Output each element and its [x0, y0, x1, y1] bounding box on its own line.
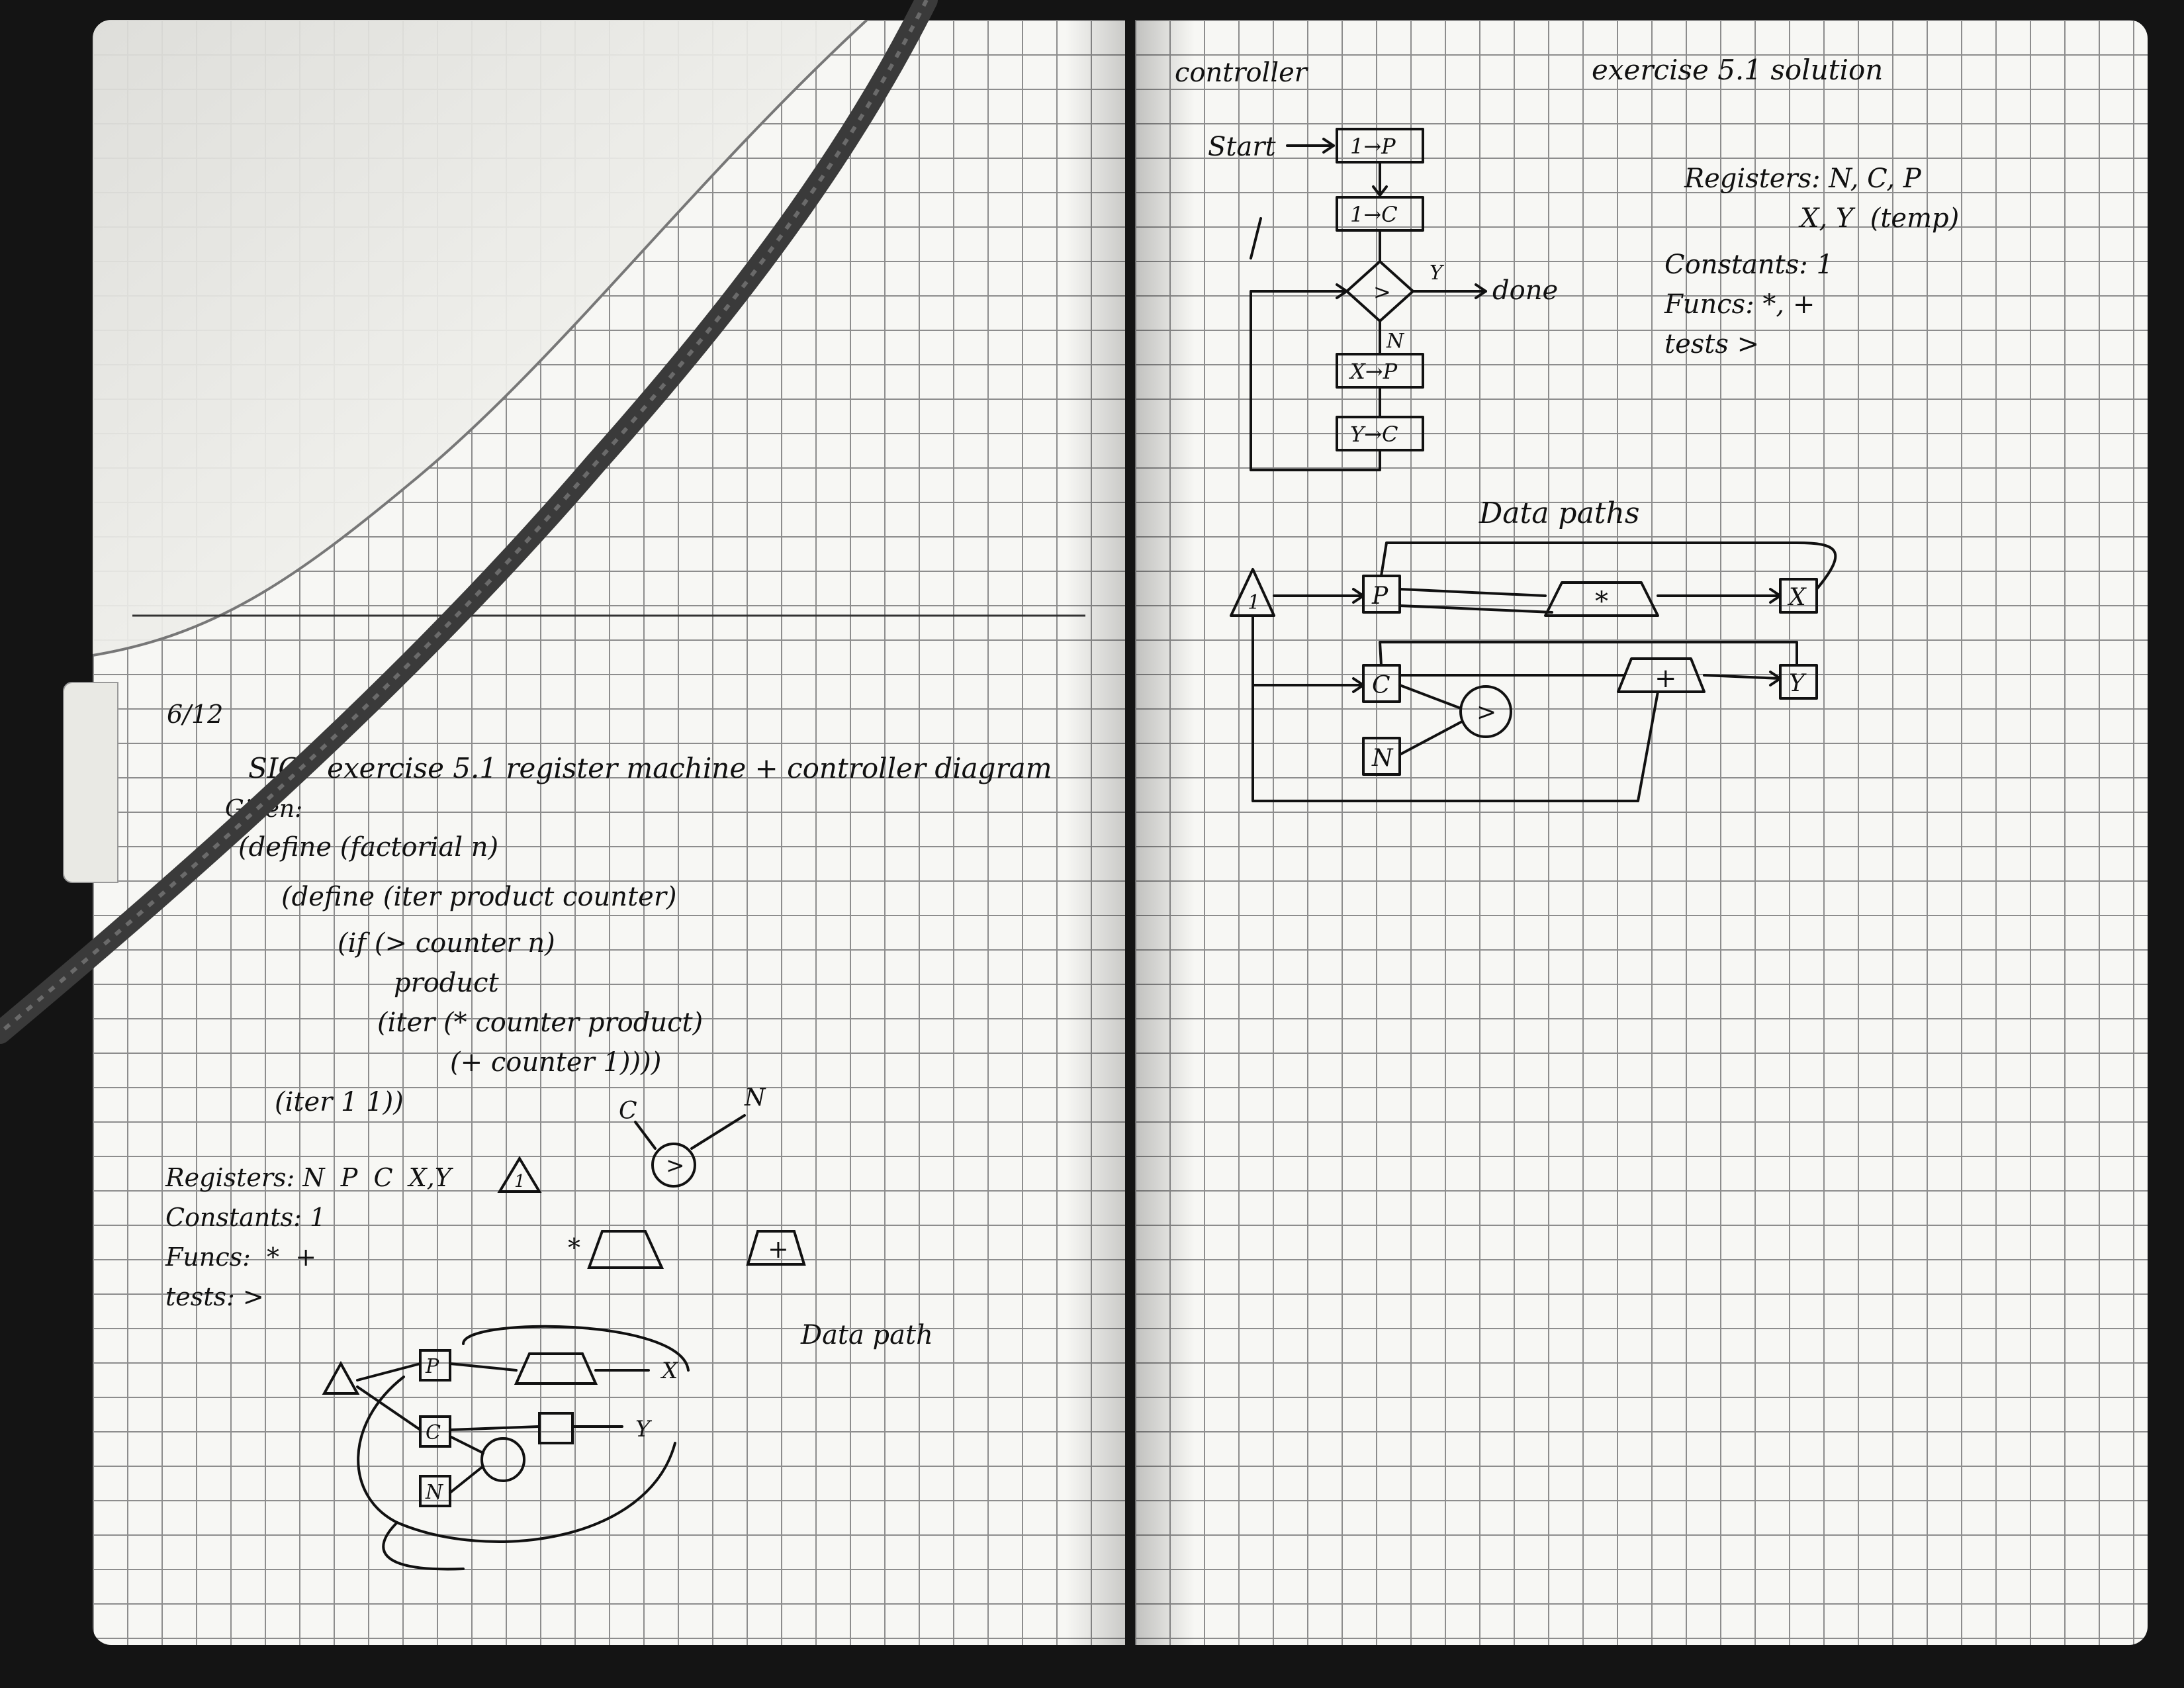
dp-y-label: Y [1789, 670, 1807, 697]
sketch-p-label: P [425, 1355, 439, 1378]
constants-line: Constants: 1 [165, 1203, 326, 1232]
flow-step-4-label: Y→C [1350, 422, 1398, 447]
flow-done-label: done [1492, 275, 1558, 306]
summary-constants: Constants: 1 [1664, 250, 1833, 280]
sketch-x-label: X [660, 1358, 679, 1384]
right-page: controller exercise 5.1 solution Registe… [1135, 20, 2148, 1645]
solution-title: exercise 5.1 solution [1592, 54, 1884, 86]
sketch-c-label: C [426, 1421, 441, 1444]
flow-step-2-label: 1→C [1350, 202, 1398, 227]
dp-c-label: C [1372, 672, 1390, 699]
add-trapezoid [746, 1230, 806, 1266]
dp-mul-label: * [1595, 586, 1608, 617]
dp-n-label: N [1371, 745, 1394, 772]
sketch-test [480, 1437, 525, 1482]
dp-reg-y [1779, 664, 1818, 700]
page-tab [63, 682, 118, 883]
mul-trapezoid [587, 1230, 664, 1269]
add-op-label: + [768, 1235, 789, 1264]
sketch-y-label: Y [635, 1416, 653, 1442]
data-paths-title: Data paths [1479, 496, 1639, 530]
test-input-n: N [744, 1084, 766, 1111]
flow-start: Start [1208, 132, 1276, 162]
right-sketch-canvas: Start 1→P 1→C > Y N done X→P Y→C Data pa… [1208, 128, 1837, 802]
dp-add [1617, 657, 1706, 693]
sketch-reg-p [419, 1349, 451, 1382]
summary-registers: Registers: N, C, P [1684, 164, 1921, 194]
dp-x-label: X [1787, 584, 1807, 611]
dp-test [1459, 685, 1512, 738]
dp-p-label: P [1371, 583, 1388, 610]
dp-reg-n [1362, 737, 1401, 776]
test-op-label: > [666, 1152, 685, 1179]
left-sketch-canvas: * + > C N 1 Data path P C N X Y [322, 1084, 933, 1571]
summary-temps: X, Y (temp) [1800, 203, 1960, 234]
data-path-title: Data path [800, 1320, 933, 1350]
sketch-n-label: N [425, 1481, 444, 1504]
code-line: (+ counter 1)))) [450, 1047, 662, 1078]
sketch-reg-c [419, 1415, 451, 1448]
dp-mul [1544, 581, 1659, 617]
dp-const-label: 1 [1248, 591, 1260, 614]
registers-line: Registers: N P C X,Y [165, 1163, 451, 1192]
sketch-mul [514, 1352, 598, 1385]
mul-op-label: * [568, 1233, 580, 1262]
sketch-const [322, 1360, 360, 1395]
flow-no-label: N [1386, 330, 1405, 353]
test-bubble [651, 1143, 696, 1188]
summary-tests: tests > [1664, 329, 1760, 359]
summary-funcs: Funcs: *, + [1664, 289, 1815, 320]
dp-test-label: > [1477, 699, 1496, 726]
controller-title: controller [1175, 58, 1307, 88]
flow-test-label: > [1373, 279, 1391, 305]
flow-step-3-label: X→P [1348, 359, 1398, 384]
dp-add-label: + [1655, 663, 1677, 694]
funcs-line: Funcs: * + [165, 1243, 317, 1272]
flow-step-1-label: 1→P [1350, 134, 1396, 159]
code-line: (iter 1 1)) [275, 1087, 404, 1117]
sketch-add [538, 1412, 574, 1444]
left-page: 6/12 SICP exercise 5.1 register machine … [93, 20, 1125, 1645]
flow-yes-label: Y [1430, 261, 1445, 285]
tests-line: tests: > [165, 1282, 264, 1311]
test-input-c: C [619, 1098, 637, 1125]
const-one-label: 1 [514, 1172, 525, 1192]
const-triangle [497, 1156, 542, 1193]
